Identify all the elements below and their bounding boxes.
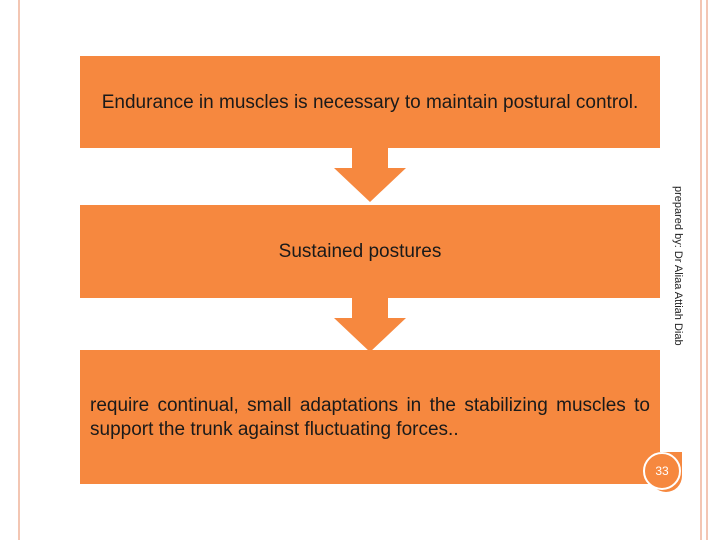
frame-right-line	[700, 0, 702, 540]
flow-box-adaptations: require continual, small adaptations in …	[80, 350, 660, 484]
frame-right-line-inner	[706, 0, 708, 540]
flow-box-endurance-text: Endurance in muscles is necessary to mai…	[101, 91, 639, 113]
flow-box-sustained-postures: Sustained postures	[80, 205, 660, 298]
flow-box-adaptations-text: require continual, small adaptations in …	[90, 395, 650, 440]
flow-box-endurance: Endurance in muscles is necessary to mai…	[80, 56, 660, 148]
author-side-label: prepared by: Dr Aliaa Attiah Diab	[672, 186, 684, 346]
page-number-badge	[643, 452, 681, 490]
page-number: 33	[655, 464, 669, 478]
down-arrow-icon	[334, 148, 406, 202]
frame-left-line	[18, 0, 20, 540]
flow-box-sustained-postures-text: Sustained postures	[278, 240, 442, 262]
down-arrow-icon	[334, 298, 406, 352]
